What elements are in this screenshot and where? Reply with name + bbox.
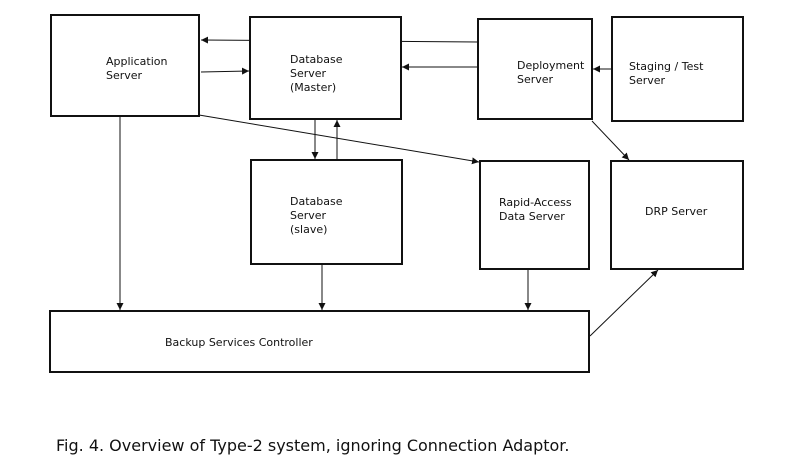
node-label-line: Application bbox=[106, 55, 167, 68]
node-label-line: DRP Server bbox=[645, 205, 708, 218]
arrow-app-to-dbm bbox=[200, 67, 250, 75]
node-drp: DRP Server bbox=[610, 160, 744, 270]
node-label-line: Staging / Test bbox=[629, 60, 704, 73]
arrow-dep-to-drp bbox=[591, 120, 630, 161]
node-box bbox=[479, 160, 590, 270]
node-label-line: Server bbox=[290, 209, 327, 222]
node-label-line: Rapid-Access bbox=[499, 196, 572, 209]
node-label-line: Server bbox=[629, 74, 666, 87]
figure-caption: Fig. 4. Overview of Type-2 system, ignor… bbox=[56, 436, 570, 455]
node-box bbox=[611, 16, 744, 122]
node-box bbox=[49, 310, 590, 373]
node-box bbox=[250, 159, 403, 265]
node-label-line: (slave) bbox=[290, 223, 327, 236]
node-box bbox=[249, 16, 402, 120]
node-label-line: Deployment bbox=[517, 59, 585, 72]
nodes: ApplicationServerDatabaseServer(Master)D… bbox=[49, 14, 744, 373]
node-label-line: Server bbox=[517, 73, 554, 86]
node-box bbox=[50, 14, 200, 117]
node-label-line: Backup Services Controller bbox=[165, 336, 313, 349]
node-label-line: Database bbox=[290, 53, 343, 66]
node-label-line: Server bbox=[106, 69, 143, 82]
node-label-line: (Master) bbox=[290, 81, 336, 94]
connections bbox=[116, 36, 659, 337]
node-box bbox=[477, 18, 593, 120]
arrow-bkp-to-drp bbox=[589, 269, 659, 337]
node-label-line: Server bbox=[290, 67, 327, 80]
node-label-line: Data Server bbox=[499, 210, 565, 223]
arrow-app-to-rad bbox=[198, 114, 480, 165]
node-box bbox=[610, 160, 744, 270]
node-bkp: Backup Services Controller bbox=[49, 310, 590, 373]
node-label-line: Database bbox=[290, 195, 343, 208]
